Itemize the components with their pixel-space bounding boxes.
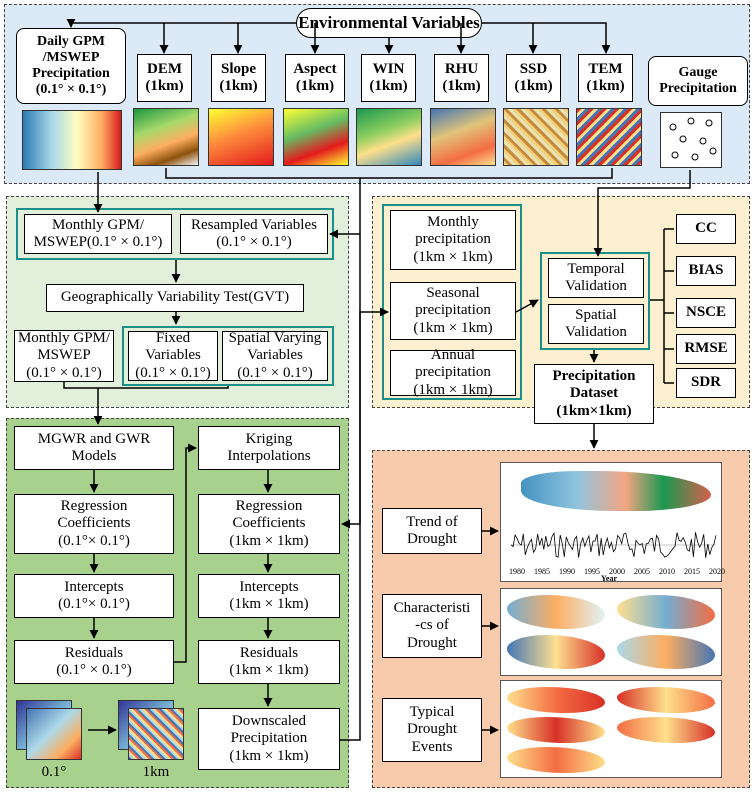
aspect-map-thumbnail xyxy=(283,108,349,166)
trend-year-tick: 2005 xyxy=(634,567,650,576)
metric-cc: CC xyxy=(676,214,736,244)
regression-coef-box-1: Regression Coefficients (0.1°× 0.1°) xyxy=(14,494,174,554)
metric-rmse: RMSE xyxy=(676,334,736,364)
trend-year-tick: 1990 xyxy=(559,567,575,576)
trend-year-tick: 1995 xyxy=(584,567,600,576)
trend-year-tick: 1980 xyxy=(509,567,525,576)
residuals-box-1: Residuals (0.1° × 0.1°) xyxy=(14,640,174,684)
resampled-variables-box: Resampled Variables (0.1° × 0.1°) xyxy=(180,214,328,254)
env-title: Environmental Variables xyxy=(296,8,482,38)
tem-map-thumbnail xyxy=(576,108,642,166)
variables-teal-frame xyxy=(122,326,334,386)
mgwr-box: MGWR and GWR Models xyxy=(14,426,174,470)
intercepts-box-2: Intercepts (1km × 1km) xyxy=(198,574,340,618)
metric-bias: BIAS xyxy=(676,256,736,286)
residuals-box-2: Residuals (1km × 1km) xyxy=(198,640,340,684)
intercepts-box-1: Intercepts (0.1°× 0.1°) xyxy=(14,574,174,618)
coarse-map-front xyxy=(26,708,82,760)
trend-drought-box: Trend of Drought xyxy=(382,508,482,554)
ssd-map-thumbnail xyxy=(503,108,569,166)
characteristics-figure xyxy=(500,588,722,676)
rhu-map-thumbnail xyxy=(430,108,496,166)
metric-nsce: NSCE xyxy=(676,298,736,328)
dem-map-thumbnail xyxy=(133,108,199,166)
spatial-varying-box: Spatial Varying Variables (0.1° × 0.1°) xyxy=(222,330,328,381)
coarse-caption: 0.1° xyxy=(41,764,67,780)
monthly-gpm-box-2: Monthly GPM/ MSWEP (0.1° × 0.1°) xyxy=(14,330,114,382)
trend-map xyxy=(521,471,711,511)
monthly-precip-box: Monthly precipitation (1km × 1km) xyxy=(390,210,516,270)
trend-figure: 1980 1985 1990 1995 2000 2005 2010 2015 2020 Yea… xyxy=(500,462,725,583)
trend-xlabel: Year xyxy=(601,574,617,583)
fixed-variables-box: Fixed Variables (0.1° × 0.1°) xyxy=(128,330,218,381)
events-figure xyxy=(500,680,722,778)
tem-box: TEM (1km) xyxy=(578,54,633,102)
temporal-validation-box: Temporal Validation xyxy=(548,258,644,298)
dem-box: DEM (1km) xyxy=(137,54,192,102)
win-box: WIN (1km) xyxy=(361,54,416,102)
ssd-box: SSD (1km) xyxy=(506,54,561,102)
aspect-box: Aspect (1km) xyxy=(285,54,345,102)
gvt-box: Geographically Variability Test(GVT) xyxy=(46,284,304,312)
precip-dataset-box: Precipitation Dataset (1km×1km) xyxy=(534,364,654,424)
typical-events-box: Typical Drought Events xyxy=(382,698,482,762)
slope-box: Slope (1km) xyxy=(211,54,266,102)
fine-caption: 1km xyxy=(142,764,170,780)
kriging-box: Kriging Interpolations xyxy=(198,426,340,470)
gauge-station-map xyxy=(660,112,722,168)
spatial-validation-box: Spatial Validation xyxy=(548,304,644,344)
gauge-box: Gauge Precipitation xyxy=(648,56,748,106)
trend-year-labels: 1980 1985 1990 1995 2000 2005 2010 2015 2020 xyxy=(501,567,725,577)
trend-year-tick: 2000 xyxy=(609,567,625,576)
aggregation-teal-frame xyxy=(382,204,522,400)
gauge-points xyxy=(669,117,717,161)
win-map-thumbnail xyxy=(356,108,422,166)
downscaled-precip-box: Downscaled Precipitation (1km × 1km) xyxy=(198,708,340,770)
trend-year-tick: 2010 xyxy=(659,567,675,576)
slope-map-thumbnail xyxy=(208,108,274,166)
rhu-box: RHU (1km) xyxy=(434,54,489,102)
trend-timeseries xyxy=(510,532,717,558)
trend-year-tick: 2015 xyxy=(684,567,700,576)
monthly-gpm-box: Monthly GPM/ MSWEP(0.1° × 0.1°) xyxy=(24,214,172,254)
seasonal-precip-box: Seasonal precipitation (1km × 1km) xyxy=(390,282,516,340)
trend-year-tick: 1985 xyxy=(534,567,550,576)
fine-map-front xyxy=(128,708,184,760)
metric-sdr: SDR xyxy=(676,368,736,398)
trend-year-tick: 2020 xyxy=(709,567,725,576)
gpm-map-thumbnail xyxy=(22,110,122,170)
gpm-box: Daily GPM /MSWEP Precipitation (0.1° × 0… xyxy=(16,28,126,104)
annual-precip-box: Annual precipitation (1km × 1km) xyxy=(390,347,516,398)
regression-coef-box-2: Regression Coefficients (1km × 1km) xyxy=(198,494,340,554)
characteristics-drought-box: Characteristi -cs of Drought xyxy=(382,594,482,658)
